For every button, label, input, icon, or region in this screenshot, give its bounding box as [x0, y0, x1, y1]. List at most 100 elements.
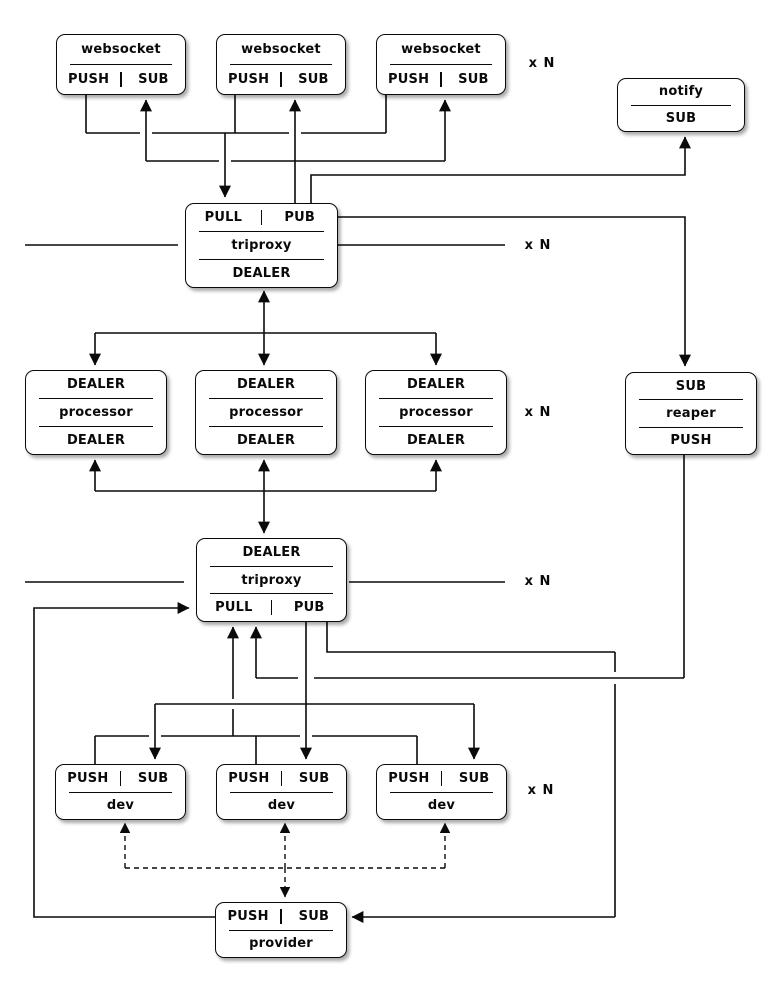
- divider: [210, 565, 333, 567]
- socket-separator: [260, 210, 263, 225]
- socket-row: PUSH SUB: [377, 765, 506, 792]
- socket-row: PUSH SUB: [377, 65, 505, 94]
- push-socket-label: PUSH: [68, 72, 110, 87]
- processor-triproxy-bottom-dealer-arrows: [89, 459, 442, 534]
- provider-node: PUSH SUB provider: [215, 902, 347, 958]
- sub-socket-label: SUB: [665, 110, 697, 126]
- divider: [70, 64, 172, 65]
- divider: [199, 259, 324, 260]
- socket-row: PUSH SUB: [217, 765, 346, 792]
- dealer-top-socket-label: DEALER: [66, 377, 126, 392]
- sub-socket-label: SUB: [458, 770, 490, 786]
- provider-dev-dashed-arrows: [119, 822, 451, 898]
- socket-separator: [270, 600, 273, 616]
- socket-separator: [280, 908, 282, 924]
- node-title: websocket: [241, 42, 321, 57]
- socket-row: PULL PUB: [197, 594, 346, 621]
- divider: [230, 64, 332, 65]
- dev-node-1: PUSH SUB dev: [55, 764, 186, 820]
- processor-node-3: DEALER processor DEALER: [365, 370, 507, 455]
- dealer-top-socket-label: DEALER: [236, 377, 296, 392]
- push-socket-label: PUSH: [228, 72, 270, 87]
- triproxy-pub-to-notify-arrow: [310, 136, 691, 203]
- divider: [199, 231, 324, 232]
- divider: [229, 929, 333, 931]
- replication-label-processor: x N: [524, 405, 552, 420]
- pub-socket-label: PUB: [284, 210, 315, 225]
- divider: [39, 398, 153, 399]
- push-socket-label: PUSH: [388, 72, 430, 87]
- replication-label-websocket: x N: [528, 56, 556, 71]
- node-title: processor: [399, 405, 473, 420]
- triproxy-pub-to-websocket-sub-arrows: [140, 99, 451, 203]
- triproxy-bottom-node: DEALER triproxy PULL PUB: [196, 538, 347, 622]
- socket-separator: [119, 770, 122, 786]
- push-socket-label: PUSH: [227, 908, 269, 924]
- dealer-socket-label: DEALER: [242, 544, 301, 560]
- push-socket-label: PUSH: [388, 770, 430, 786]
- sub-socket-label: SUB: [675, 378, 707, 394]
- node-title: triproxy: [231, 238, 292, 253]
- processor-node-2: DEALER processor DEALER: [195, 370, 337, 455]
- socket-separator: [440, 72, 442, 87]
- node-title: notify: [658, 84, 704, 100]
- dev-push-to-triproxy-pull-arrows: [94, 626, 418, 764]
- divider: [379, 426, 493, 427]
- triproxy-top-node: PULL PUB triproxy DEALER: [185, 203, 338, 288]
- dealer-bottom-socket-label: DEALER: [236, 433, 296, 448]
- socket-row: PUSH SUB: [56, 765, 185, 792]
- triproxy-pub-to-dev-sub-arrows: [149, 622, 480, 760]
- provider-push-to-triproxy-pull-arrow: [33, 602, 215, 918]
- socket-row: PUSH SUB: [217, 65, 345, 94]
- pull-socket-label: PULL: [215, 600, 253, 616]
- node-title: processor: [59, 405, 133, 420]
- triproxy-pub-to-reaper-sub-arrow: [338, 216, 691, 367]
- node-title: provider: [249, 936, 313, 952]
- sub-socket-label: SUB: [298, 770, 330, 786]
- sub-socket-label: SUB: [458, 72, 489, 87]
- sub-socket-label: SUB: [298, 72, 329, 87]
- dealer-bottom-socket-label: DEALER: [406, 433, 466, 448]
- replication-label-dev: x N: [527, 783, 555, 798]
- websocket-node-2: websocket PUSH SUB: [216, 34, 346, 95]
- dealer-socket-label: DEALER: [232, 266, 291, 281]
- node-title: triproxy: [241, 572, 302, 588]
- divider: [209, 398, 323, 399]
- divider: [390, 64, 492, 65]
- divider: [390, 791, 493, 793]
- push-socket-label: PUSH: [67, 770, 109, 786]
- divider: [69, 791, 172, 793]
- node-title: dev: [267, 798, 296, 814]
- dealer-top-socket-label: DEALER: [406, 377, 466, 392]
- dev-node-3: PUSH SUB dev: [376, 764, 507, 820]
- socket-separator: [280, 72, 282, 87]
- divider: [209, 426, 323, 427]
- replication-label-triproxy-bottom: x N: [524, 574, 552, 589]
- node-title: websocket: [401, 42, 481, 57]
- pull-socket-label: PULL: [204, 210, 243, 225]
- websocket-node-3: websocket PUSH SUB: [376, 34, 506, 95]
- divider: [230, 791, 333, 793]
- sub-socket-label: SUB: [137, 770, 169, 786]
- pub-socket-label: PUB: [293, 600, 325, 616]
- push-socket-label: PUSH: [228, 770, 270, 786]
- node-title: dev: [427, 798, 456, 814]
- processor-node-1: DEALER processor DEALER: [25, 370, 167, 455]
- notify-node: notify SUB: [617, 78, 745, 132]
- node-title: dev: [106, 798, 135, 814]
- divider: [379, 398, 493, 399]
- divider: [639, 426, 743, 428]
- socket-separator: [120, 72, 122, 87]
- socket-row: PULL PUB: [186, 204, 337, 231]
- divider: [631, 104, 731, 106]
- websocket-node-1: websocket PUSH SUB: [56, 34, 186, 95]
- divider: [639, 399, 743, 401]
- replication-lines: [25, 244, 505, 583]
- triproxy-processor-dealer-arrows: [89, 290, 442, 366]
- node-title: processor: [229, 405, 303, 420]
- sub-socket-label: SUB: [298, 908, 330, 924]
- socket-separator: [440, 770, 443, 786]
- websocket-push-to-triproxy-pull-arrows: [85, 95, 387, 198]
- reaper-node: SUB reaper PUSH: [625, 372, 757, 455]
